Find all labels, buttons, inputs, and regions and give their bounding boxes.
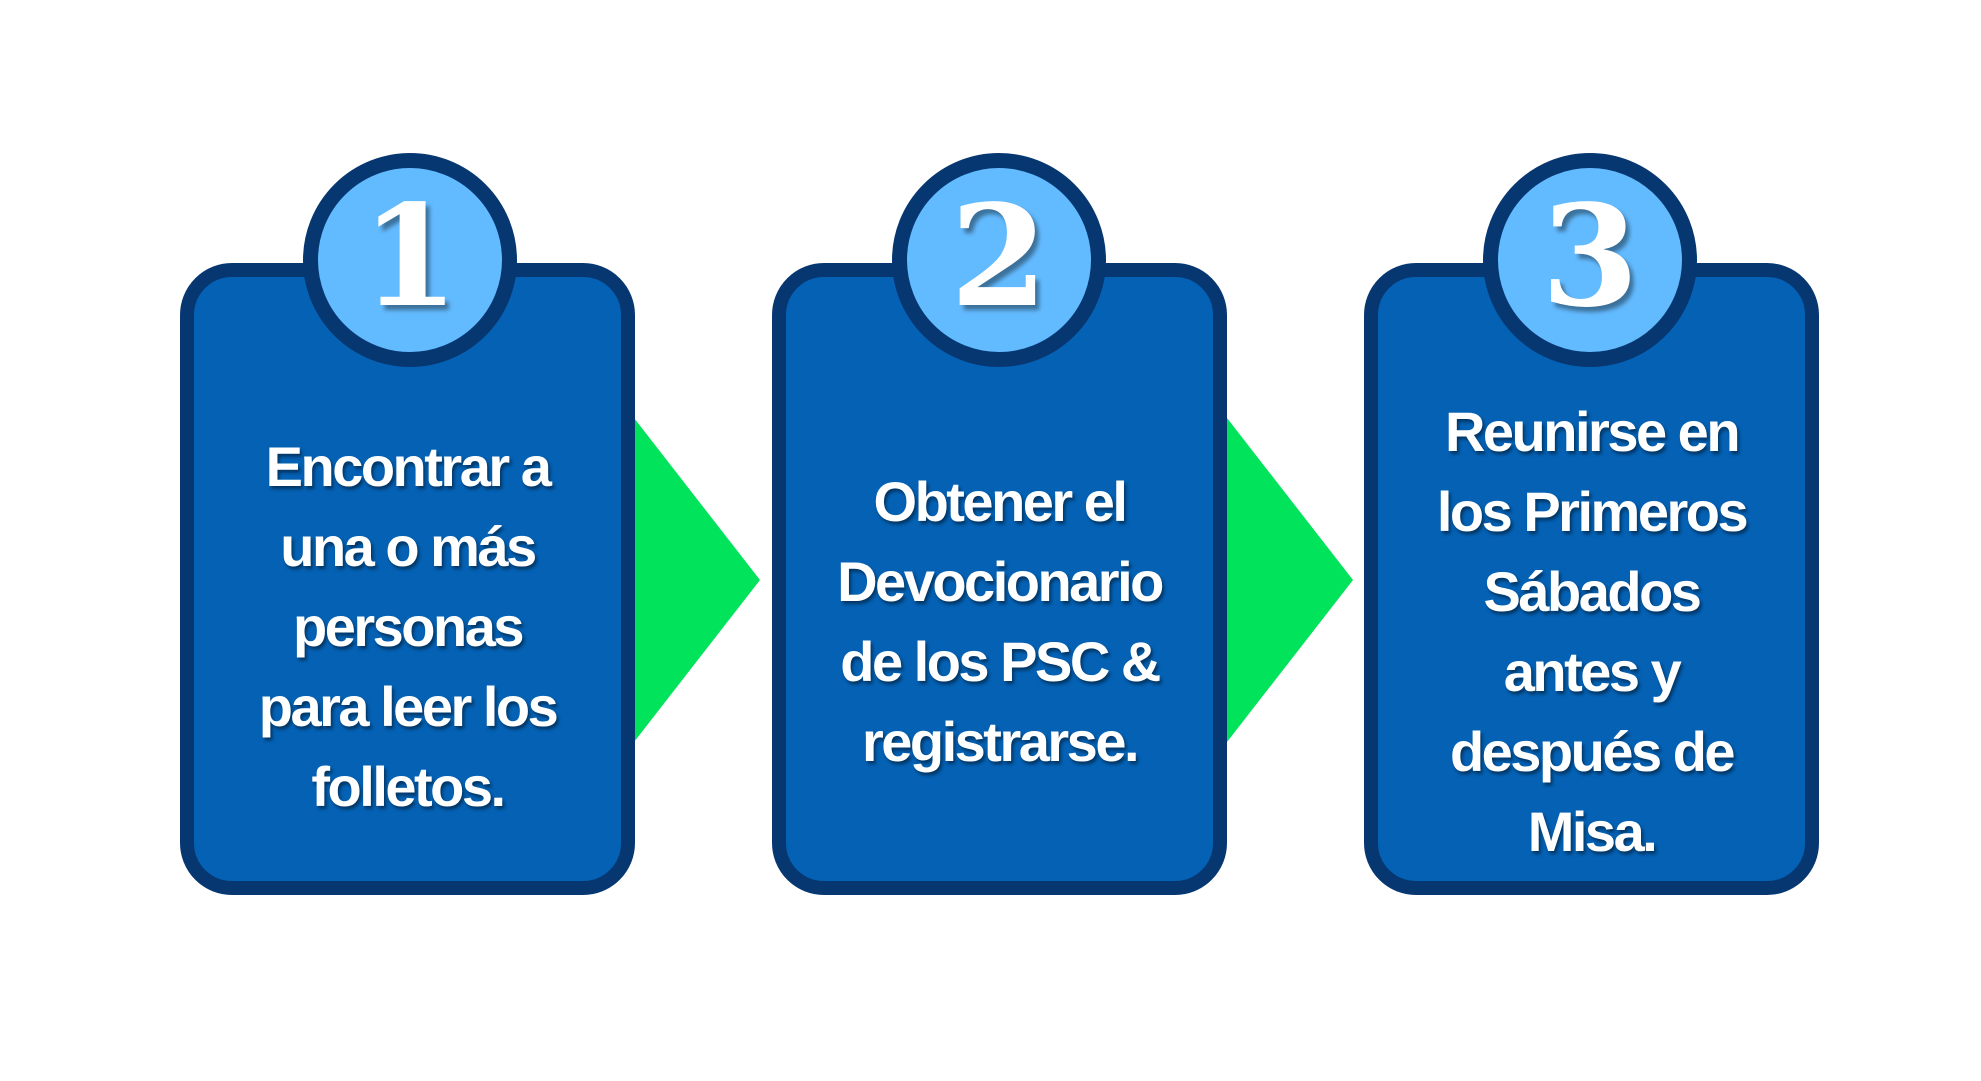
step-text-1: Encontrar a una o más personas para leer… xyxy=(258,435,559,818)
step-badge-1: 1 xyxy=(303,153,517,367)
arrow-right-icon xyxy=(1213,400,1353,760)
step-badge-3: 3 xyxy=(1483,153,1697,367)
step-text-3: Reunirse en los Primeros Sábados antes y… xyxy=(1436,400,1749,863)
step-card-2: Obtener el Devocionario de los PSC & reg… xyxy=(772,263,1227,895)
step-badge-2: 2 xyxy=(892,153,1106,367)
arrow-right-icon xyxy=(620,400,760,760)
step-number-2: 2 xyxy=(950,175,1048,339)
step-card-3: Reunirse en los Primeros Sábados antes y… xyxy=(1364,263,1819,895)
step-text-2: Obtener el Devocionario de los PSC & reg… xyxy=(837,470,1164,773)
step-number-1: 1 xyxy=(361,175,459,339)
step-number-3: 3 xyxy=(1541,175,1639,339)
